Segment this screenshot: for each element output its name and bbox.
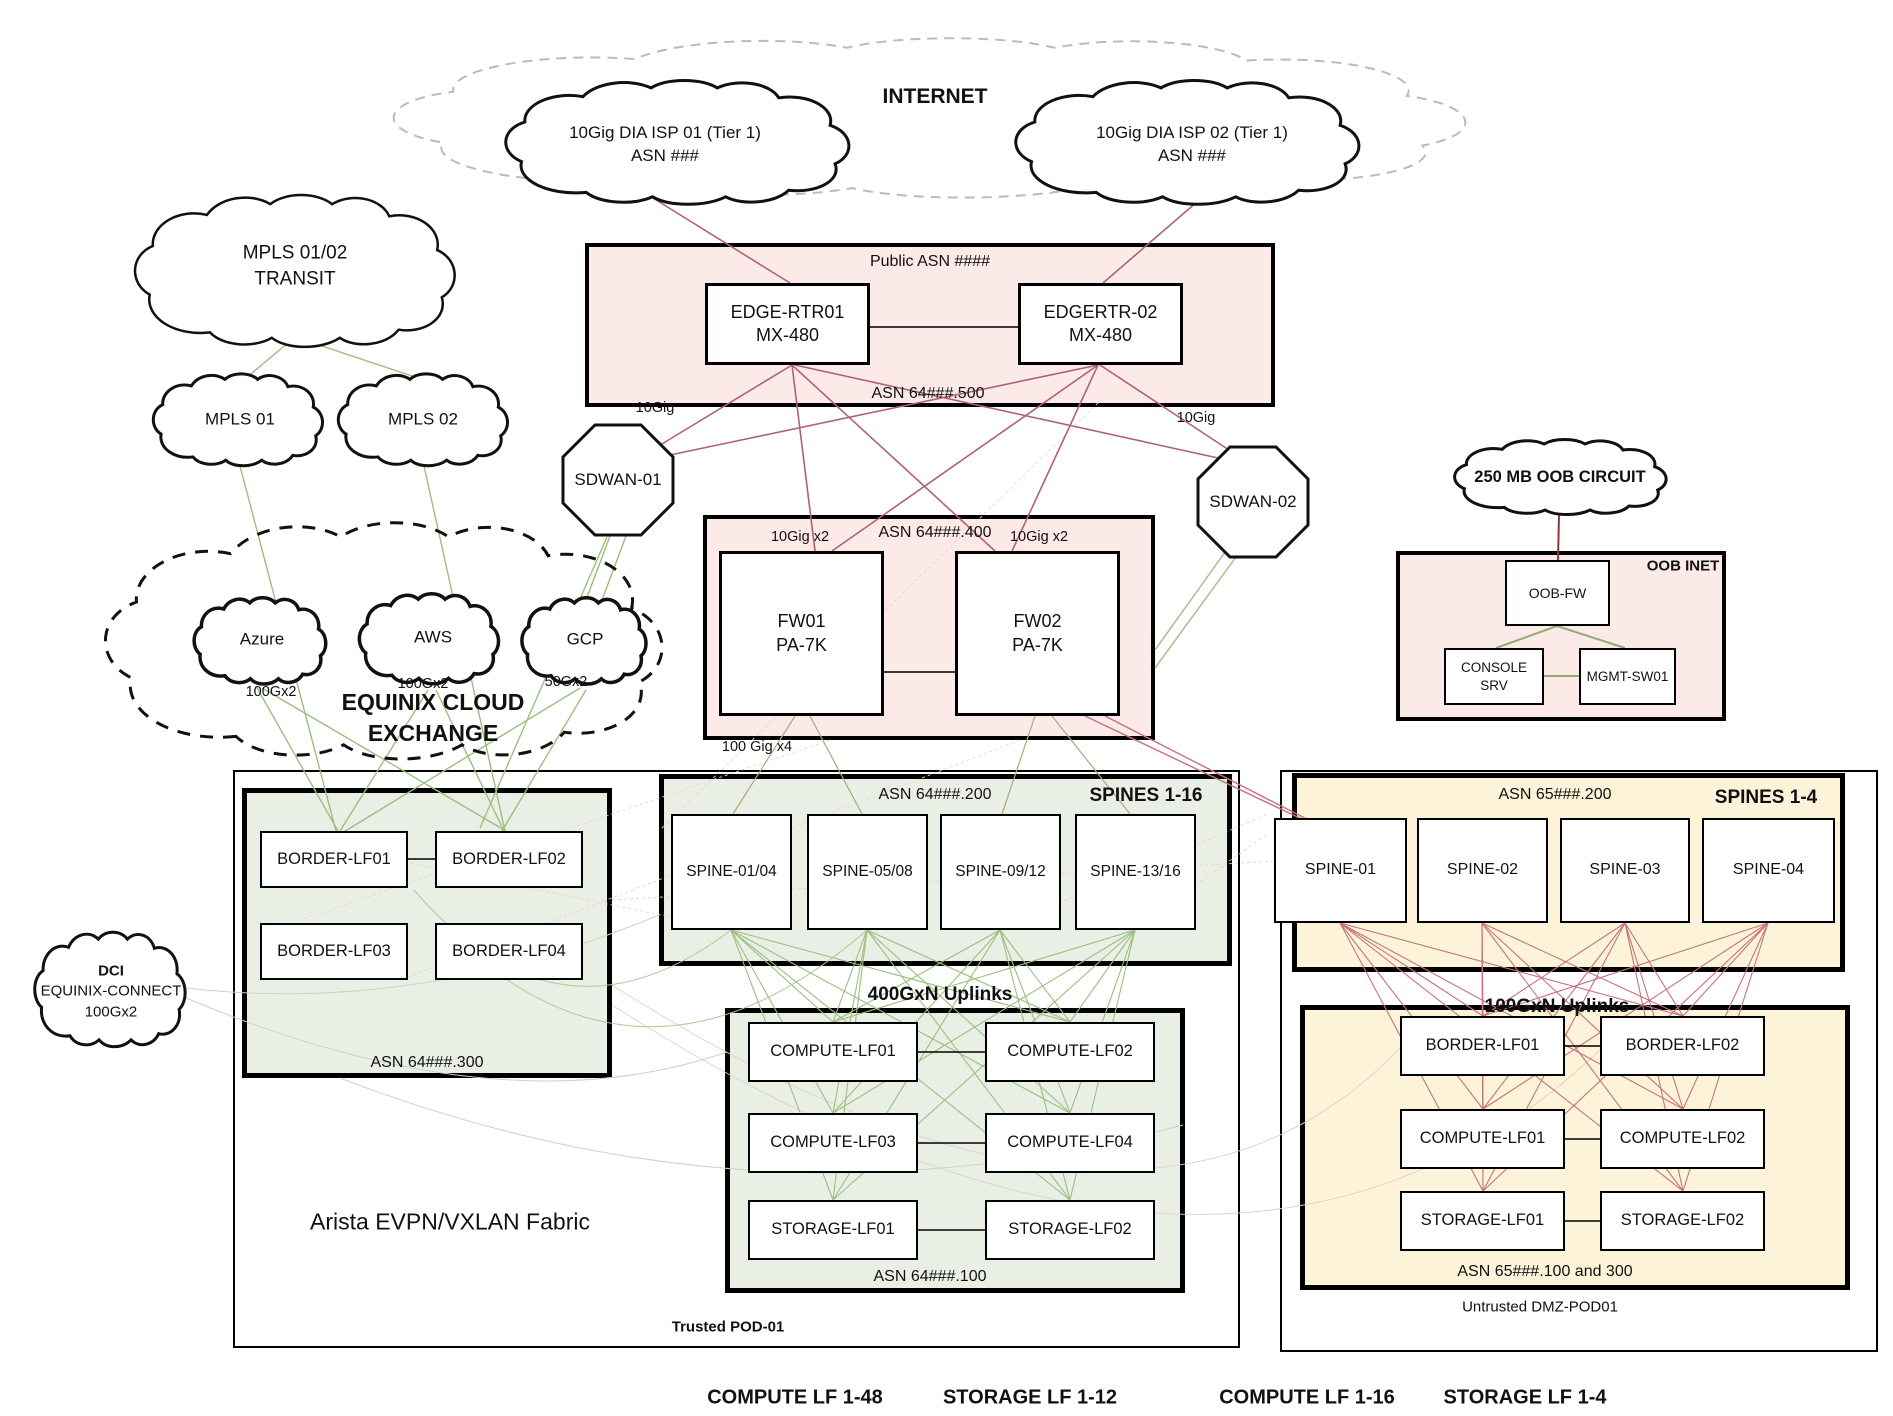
footer-compute-lf-1-16: COMPUTE LF 1-16 bbox=[1219, 1386, 1395, 1409]
fw2-link-label: 10Gig x2 bbox=[1009, 529, 1069, 545]
internet-cloud-outline bbox=[394, 38, 1466, 197]
fabric-label: Arista EVPN/VXLAN Fabric bbox=[310, 1208, 590, 1235]
dci-cloud-label: DCI EQUINIX-CONNECT 100Gx2 bbox=[40, 962, 182, 1021]
trusted-spine-asn-label: ASN 64###.200 bbox=[878, 786, 992, 803]
node-compute-lf01-dmz: COMPUTE-LF01 bbox=[1400, 1109, 1565, 1169]
node-dmz-spine-01: SPINE-01 bbox=[1274, 818, 1407, 923]
mpls1-label: MPLS 01 bbox=[205, 409, 275, 429]
dmz-leaf-zone bbox=[1300, 1005, 1850, 1290]
node-border-lf01-dmz: BORDER-LF01 bbox=[1400, 1016, 1565, 1076]
footer-compute-lf-1-48: COMPUTE LF 1-48 bbox=[707, 1386, 883, 1409]
trusted-leaf-asn-label: ASN 64###.100 bbox=[873, 1268, 987, 1285]
node-compute-lf01: COMPUTE-LF01 bbox=[748, 1022, 918, 1082]
node-spine-05-08: SPINE-05/08 bbox=[807, 814, 928, 930]
node-oob-fw: OOB-FW bbox=[1505, 560, 1610, 626]
node-dmz-spine-02: SPINE-02 bbox=[1417, 818, 1548, 923]
node-spine-09-12: SPINE-09/12 bbox=[940, 814, 1061, 930]
mpls-transit-label: MPLS 01/02 TRANSIT bbox=[242, 242, 348, 289]
node-border-lf04: BORDER-LF04 bbox=[435, 923, 583, 980]
node-storage-lf01-dmz: STORAGE-LF01 bbox=[1400, 1191, 1565, 1251]
dmz-leaf-asn-label: ASN 65###.100 and 300 bbox=[1457, 1263, 1633, 1280]
node-console-srv: CONSOLE SRV bbox=[1444, 648, 1544, 705]
trusted-spine-title: SPINES 1-16 bbox=[1089, 785, 1203, 806]
fw1-link-label: 10Gig x2 bbox=[770, 529, 830, 545]
node-compute-lf03: COMPUTE-LF03 bbox=[748, 1113, 918, 1173]
node-compute-lf02-dmz: COMPUTE-LF02 bbox=[1600, 1109, 1765, 1169]
sdwan2-link-label: 10Gig bbox=[1176, 410, 1216, 426]
dmz-spine-title: SPINES 1-4 bbox=[1714, 787, 1818, 808]
oob-circuit-label: 250 MB OOB CIRCUIT bbox=[1474, 467, 1646, 486]
node-compute-lf02: COMPUTE-LF02 bbox=[985, 1022, 1155, 1082]
oob-inet-title: OOB INET bbox=[1646, 557, 1720, 575]
isp1-cloud-label: 10Gig DIA ISP 01 (Tier 1) ASN ### bbox=[569, 123, 761, 165]
trusted-pod-label: Trusted POD-01 bbox=[671, 1318, 785, 1336]
node-dmz-spine-04: SPINE-04 bbox=[1702, 818, 1835, 923]
fw-asn-label: ASN 64###.400 bbox=[878, 524, 992, 541]
internet-label: INTERNET bbox=[882, 84, 988, 108]
node-border-lf03: BORDER-LF03 bbox=[260, 923, 408, 980]
sdwan2-label: SDWAN-02 bbox=[1209, 492, 1297, 511]
dmz-spine-asn-label: ASN 65###.200 bbox=[1498, 786, 1612, 803]
node-compute-lf04: COMPUTE-LF04 bbox=[985, 1113, 1155, 1173]
public-asn-title: Public ASN #### bbox=[869, 253, 991, 270]
node-edge-rtr02: EDGERTR-02 MX-480 bbox=[1018, 283, 1183, 365]
equinix-label: EQUINIX CLOUD EXCHANGE bbox=[341, 688, 525, 746]
node-spine-13-16: SPINE-13/16 bbox=[1075, 814, 1196, 930]
azure-bandwidth-label: 100Gx2 bbox=[245, 684, 297, 700]
node-border-lf02-dmz: BORDER-LF02 bbox=[1600, 1016, 1765, 1076]
footer-storage-lf-1-12: STORAGE LF 1-12 bbox=[942, 1386, 1118, 1409]
edge-asn-label: ASN 64###.500 bbox=[871, 385, 985, 402]
node-fw01: FW01 PA-7K bbox=[719, 551, 884, 716]
node-border-lf01: BORDER-LF01 bbox=[260, 831, 408, 888]
footer-storage-lf-1-4: STORAGE LF 1-4 bbox=[1443, 1386, 1607, 1409]
dmz-uplinks-label: 100GxN Uplinks bbox=[1484, 996, 1630, 1017]
gcp-bandwidth-label: 50Gx2 bbox=[544, 674, 588, 690]
gcp-label: GCP bbox=[566, 629, 604, 649]
azure-label: Azure bbox=[239, 629, 285, 649]
trusted-uplinks-label: 400GxN Uplinks bbox=[867, 984, 1013, 1005]
fw-spine-link-label: 100 Gig x4 bbox=[721, 739, 793, 755]
sdwan1-label: SDWAN-01 bbox=[574, 470, 662, 489]
aws-label: AWS bbox=[413, 627, 453, 647]
isp2-cloud-label: 10Gig DIA ISP 02 (Tier 1) ASN ### bbox=[1096, 123, 1288, 165]
node-dmz-spine-03: SPINE-03 bbox=[1560, 818, 1690, 923]
mpls2-label: MPLS 02 bbox=[388, 409, 458, 429]
node-edge-rtr01: EDGE-RTR01 MX-480 bbox=[705, 283, 870, 365]
node-storage-lf01: STORAGE-LF01 bbox=[748, 1200, 918, 1260]
node-spine-01-04: SPINE-01/04 bbox=[671, 814, 792, 930]
sdwan1-link-label: 10Gig bbox=[635, 400, 675, 416]
node-storage-lf02: STORAGE-LF02 bbox=[985, 1200, 1155, 1260]
node-mgmt-sw01: MGMT-SW01 bbox=[1579, 648, 1676, 705]
node-storage-lf02-dmz: STORAGE-LF02 bbox=[1600, 1191, 1765, 1251]
aws-bandwidth-label: 100Gx2 bbox=[397, 676, 449, 692]
dmz-pod-label: Untrusted DMZ-POD01 bbox=[1462, 1298, 1618, 1316]
node-border-lf02: BORDER-LF02 bbox=[435, 831, 583, 888]
border-zone-asn-label: ASN 64###.300 bbox=[370, 1054, 484, 1071]
node-fw02: FW02 PA-7K bbox=[955, 551, 1120, 716]
